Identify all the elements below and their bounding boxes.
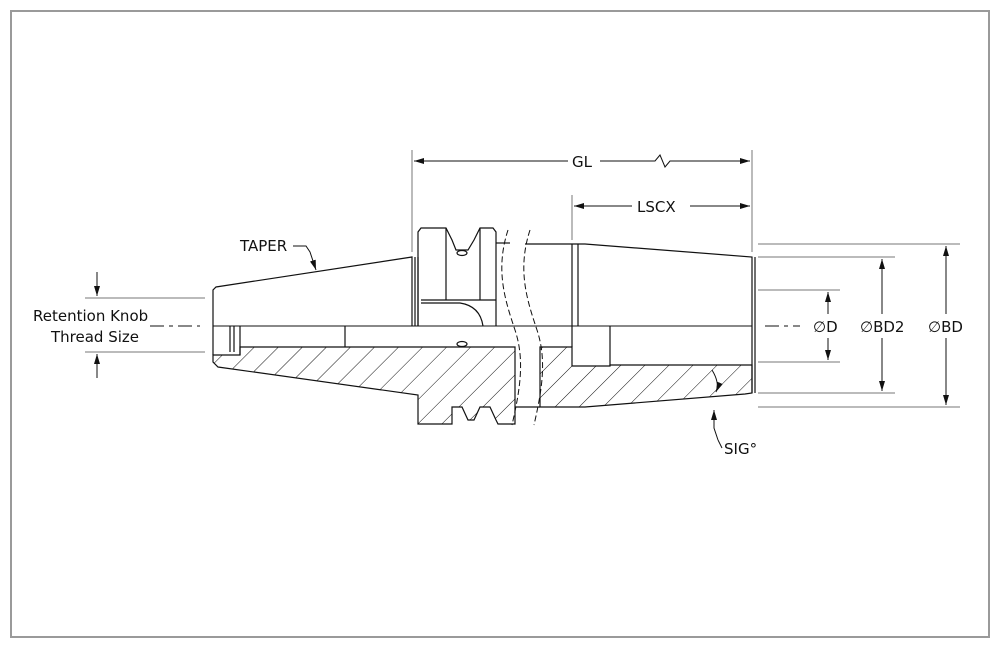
dimension-lines <box>94 154 949 449</box>
holder-outline <box>212 227 756 408</box>
diameter-bd2-label: ∅BD2 <box>860 318 904 336</box>
diameter-d-label: ∅D <box>813 318 838 336</box>
sig-angle-label: SIG° <box>724 440 757 458</box>
taper-label: TAPER <box>239 237 287 255</box>
diameter-bd-label: ∅BD <box>928 318 963 336</box>
thread-size-label: Thread Size <box>50 328 139 346</box>
drawing-frame <box>10 10 990 638</box>
lscx-label: LSCX <box>637 198 676 216</box>
section-hatching <box>212 346 753 425</box>
gl-label: GL <box>572 153 593 171</box>
break-lines <box>501 229 544 426</box>
extension-lines <box>85 150 960 408</box>
retention-knob-label: Retention Knob <box>33 307 148 325</box>
